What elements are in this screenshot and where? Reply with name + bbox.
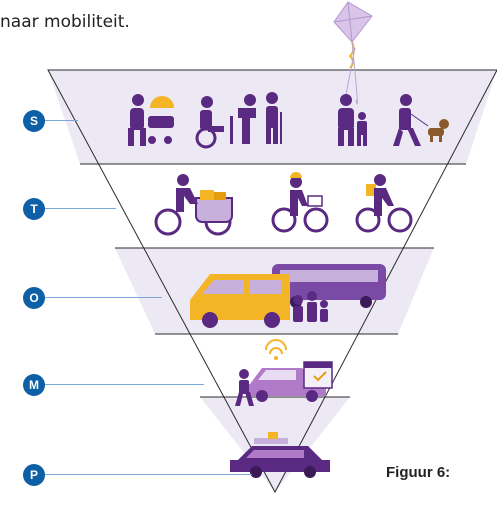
figure-caption: Figuur 6: xyxy=(386,464,451,481)
leader-s xyxy=(44,120,78,121)
leader-o xyxy=(44,297,162,298)
badge-p: P xyxy=(23,464,45,486)
badge-t: T xyxy=(23,198,45,220)
band-p xyxy=(200,397,350,492)
group-walking-icon xyxy=(293,291,328,322)
bus-icon xyxy=(272,264,386,308)
leader-p xyxy=(44,474,252,475)
wheelchair-user-icon xyxy=(195,96,224,149)
leader-m xyxy=(44,384,204,385)
badge-m: M xyxy=(23,374,45,396)
kite-icon xyxy=(333,1,373,105)
dog-icon xyxy=(428,119,449,142)
cyclist-helmet-basket-icon xyxy=(271,172,329,233)
delivery-cyclist-icon xyxy=(355,174,413,233)
private-car-luggage-icon xyxy=(230,432,330,478)
pedestrian-with-stroller-icon xyxy=(128,94,174,146)
heading-text: naar mobiliteit. xyxy=(0,12,130,32)
walker-user-icon xyxy=(230,92,282,144)
band-t xyxy=(80,164,466,248)
badge-s: S xyxy=(23,110,45,132)
badge-o: O xyxy=(23,287,45,309)
leader-t xyxy=(44,208,116,209)
cargo-bike-icon xyxy=(154,174,233,236)
person-walking-icon xyxy=(235,369,254,406)
calendar-icon xyxy=(303,361,333,389)
taxi-van-icon xyxy=(190,274,290,328)
dog-walker-icon xyxy=(393,94,449,146)
adult-with-child-kite-icon xyxy=(338,94,367,146)
